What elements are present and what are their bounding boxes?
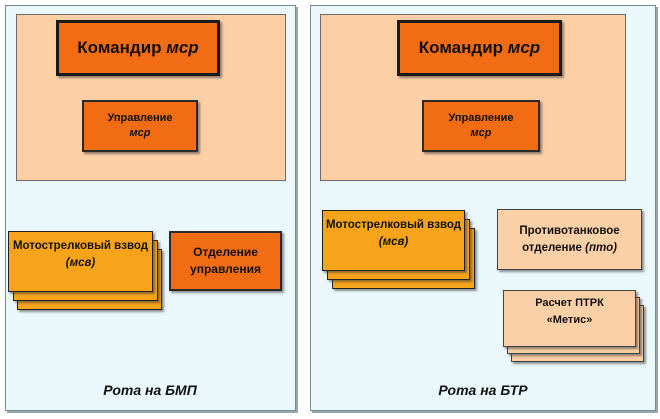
left-squad-line2: управления xyxy=(190,262,261,276)
right-platoon-unit: (мсв) xyxy=(378,236,409,248)
left-squad-box: Отделение управления xyxy=(169,231,282,291)
right-atgm-box: Расчет ПТРК «Метис» xyxy=(503,290,636,347)
left-platoon-text: Мотострелковый взвод xyxy=(12,240,149,252)
left-platoon-box: Мотострелковый взвод (мсв) xyxy=(8,231,153,292)
left-platoon-unit: (мсв) xyxy=(65,257,96,269)
left-management-unit: мср xyxy=(129,127,151,139)
right-antitank-text: Противотанковое отделение xyxy=(519,224,620,254)
right-atgm-line1: Расчет ПТРК xyxy=(535,297,604,309)
right-commander-unit: мср xyxy=(507,38,541,57)
right-management-box: Управление мср xyxy=(422,100,540,152)
right-management-line1: Управление xyxy=(448,112,514,124)
left-squad-line1: Отделение xyxy=(193,245,258,259)
left-commander-text: Командир xyxy=(77,38,167,57)
right-antitank-unit: (пто) xyxy=(585,241,617,254)
right-commander-text: Командир xyxy=(418,38,508,57)
right-platoon-text: Мотострелковый взвод xyxy=(325,219,462,231)
right-caption: Рота на БТР xyxy=(438,382,528,398)
left-caption: Рота на БМП xyxy=(103,382,197,398)
right-platoon-box: Мотострелковый взвод (мсв) xyxy=(322,210,465,271)
left-management-box: Управление мср xyxy=(82,100,198,152)
right-management-unit: мср xyxy=(470,127,492,139)
right-atgm-line2: «Метис» xyxy=(546,314,593,326)
right-commander-box: Командир мср xyxy=(397,20,562,76)
left-commander-box: Командир мср xyxy=(56,20,220,76)
right-antitank-box: Противотанковое отделение (пто) xyxy=(497,209,642,270)
left-commander-unit: мср xyxy=(166,38,199,57)
left-management-line1: Управление xyxy=(107,112,173,124)
